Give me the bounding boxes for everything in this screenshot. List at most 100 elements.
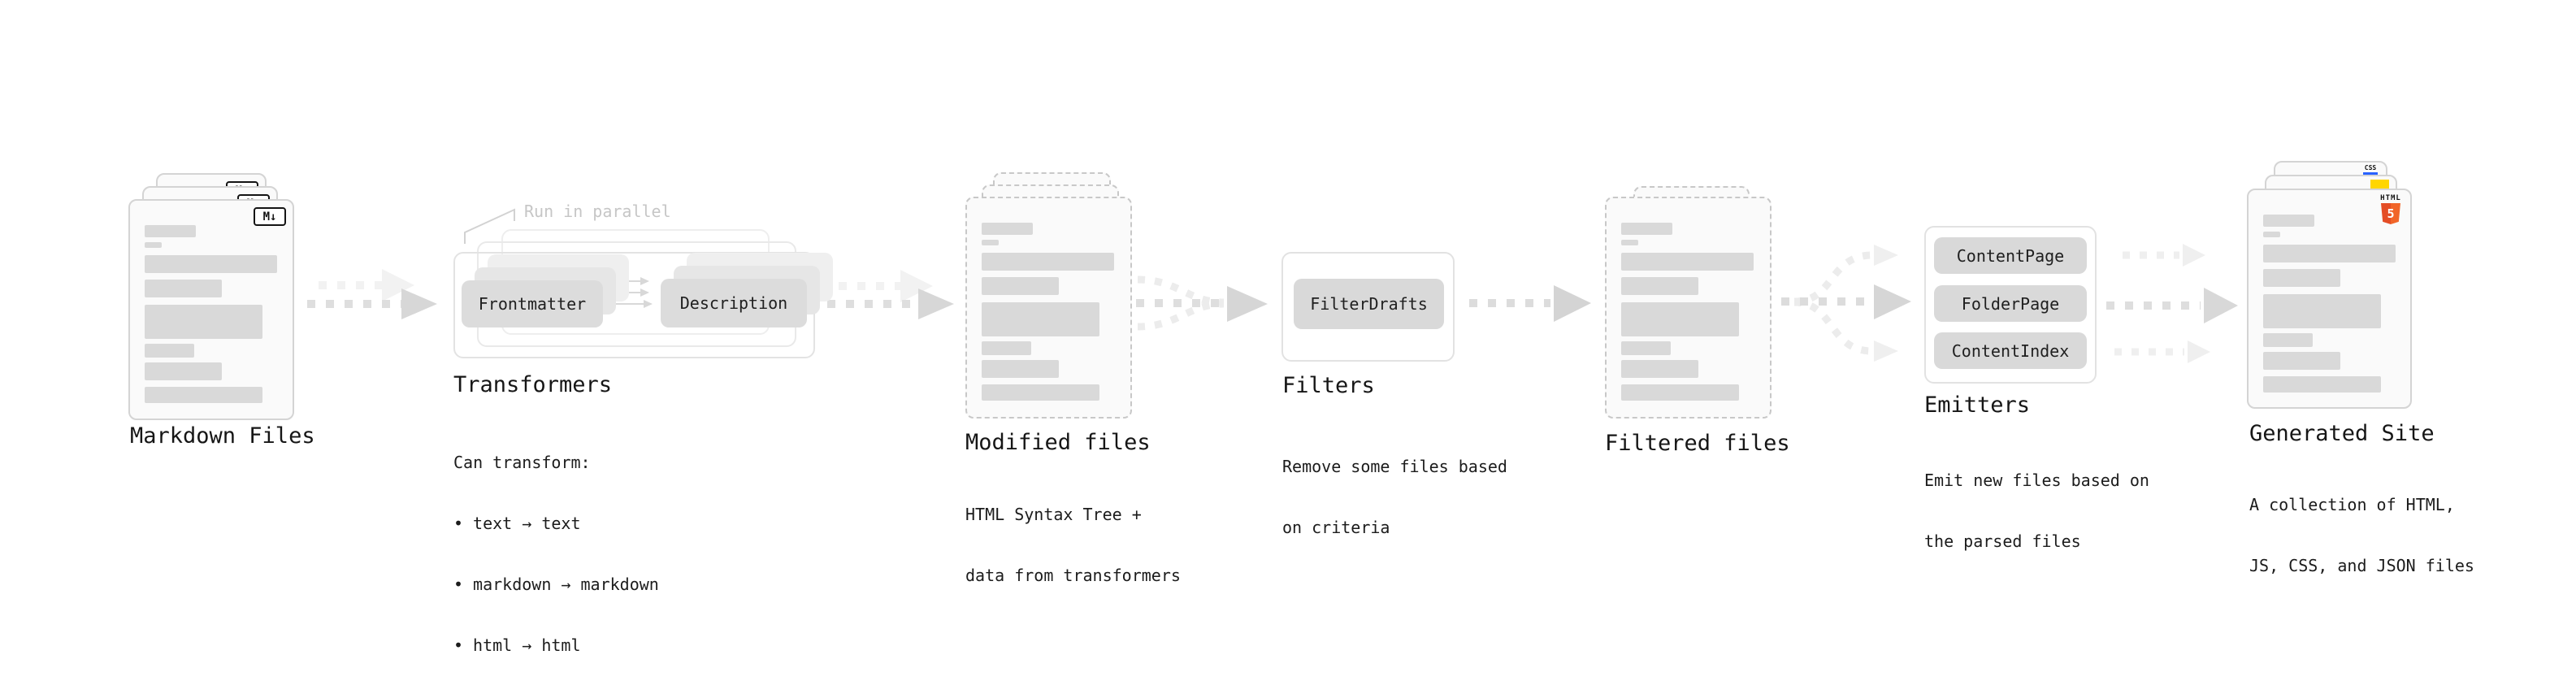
transformers-sub-intro: Can transform: — [453, 453, 591, 472]
html5-icon: HTML 5 — [2379, 194, 2402, 224]
skeleton-line — [145, 362, 222, 380]
skeleton-line — [2263, 269, 2340, 287]
arrow-modified-to-filters-merge — [1136, 275, 1268, 331]
arrow-ghost-head — [900, 270, 933, 302]
transform-bullet-item: • html → html — [453, 635, 659, 656]
filters-label: Filters — [1282, 373, 1375, 398]
skeleton-line — [982, 341, 1031, 355]
html5-icon-wordmark: HTML — [2380, 194, 2401, 202]
arrow-head — [1227, 286, 1268, 322]
skeleton-line — [982, 240, 999, 245]
arrow-filters-to-filtered — [1469, 285, 1591, 322]
bullet-text: text → text — [473, 514, 581, 533]
filterdrafts-pill-label: FilterDrafts — [1310, 294, 1428, 314]
js-icon — [2370, 180, 2389, 189]
mini-arrow-head — [644, 300, 653, 308]
skeleton-line — [145, 255, 277, 273]
sub-line: JS, CSS, and JSON files — [2249, 556, 2474, 575]
frontmatter-pill: Frontmatter — [462, 280, 603, 327]
contentindex-pill: ContentIndex — [1934, 332, 2087, 369]
skeleton-line — [2263, 232, 2280, 237]
skeleton-line — [2263, 245, 2396, 262]
skeleton-line — [145, 305, 262, 339]
transformers-label: Transformers — [453, 372, 613, 397]
skeleton-line — [1621, 341, 1671, 355]
stage-filtered-files — [1605, 186, 1772, 419]
skeleton-line — [982, 360, 1059, 378]
fanout-head-upper — [1874, 245, 1898, 266]
arrow-head-middle — [2204, 288, 2238, 323]
arrow-head-top — [2183, 244, 2205, 267]
skeleton-line — [2263, 215, 2314, 227]
skeleton-line — [982, 253, 1114, 271]
mini-arrow-head — [640, 288, 649, 297]
skeleton-line — [1621, 240, 1638, 245]
skeleton-line — [1621, 384, 1739, 401]
folderpage-pill-label: FolderPage — [1961, 293, 2060, 314]
sub-line: data from transformers — [965, 566, 1181, 585]
bullet-dot: • — [453, 575, 464, 594]
arrow-transformers-to-modified — [827, 270, 954, 319]
contentindex-pill-label: ContentIndex — [1951, 340, 2070, 361]
contentpage-pill: ContentPage — [1934, 237, 2087, 274]
sub-line: A collection of HTML, — [2249, 495, 2455, 514]
skeleton-line — [1621, 302, 1739, 336]
skeleton-line — [982, 384, 1099, 401]
arrow-head — [918, 288, 954, 319]
bullet-text: markdown → markdown — [473, 575, 659, 594]
transform-bullet-item: • text → text — [453, 514, 659, 534]
transform-bullet-item: • markdown → markdown — [453, 575, 659, 595]
modified-document-front — [965, 197, 1132, 419]
css-icon-underline — [2363, 172, 2378, 175]
skeleton-line — [1621, 277, 1698, 295]
emitters-description: Emit new files based on the parsed files — [1924, 430, 2149, 592]
skeleton-line — [1621, 253, 1754, 271]
bullet-text: html → html — [473, 635, 581, 655]
arrow-ghost-head — [382, 269, 414, 301]
skeleton-line — [2263, 376, 2381, 393]
arrow-head — [1874, 284, 1911, 319]
skeleton-line — [145, 225, 196, 237]
arrow-head — [1554, 285, 1591, 322]
modified-files-label: Modified files — [965, 430, 1151, 455]
markdown-icon: M↓ — [254, 207, 286, 226]
skeleton-line — [145, 387, 262, 403]
skeleton-line — [2263, 294, 2381, 328]
skeleton-line — [982, 223, 1033, 235]
bullet-dot: • — [453, 514, 464, 533]
skeleton-line — [2263, 333, 2313, 347]
stage-modified-files — [965, 172, 1132, 419]
modified-files-description: HTML Syntax Tree + data from transformer… — [965, 464, 1181, 627]
sub-line: HTML Syntax Tree + — [965, 505, 1142, 524]
skeleton-line — [1621, 223, 1672, 235]
filtered-document-front — [1605, 197, 1772, 419]
mini-arrow-head — [640, 277, 649, 285]
skeleton-line — [145, 344, 194, 358]
arrows-emitters-to-site — [2106, 244, 2238, 363]
filtered-files-label: Filtered files — [1605, 431, 1790, 456]
css-icon: CSS — [2361, 165, 2379, 175]
bullet-dot: • — [453, 635, 464, 655]
run-in-parallel-annotation: Run in parallel — [524, 202, 671, 221]
skeleton-line — [1621, 360, 1698, 378]
skeleton-line — [2263, 352, 2340, 370]
stage-markdown-files: M↓ M↓ M↓ — [128, 173, 294, 420]
sub-line: Remove some files based — [1282, 457, 1507, 476]
merge-branch-lower — [1137, 300, 1225, 331]
stage-generated-site: CSS HTML 5 — [2247, 161, 2413, 409]
fanout-head-lower — [1874, 340, 1898, 362]
description-pill-label: Description — [679, 293, 788, 313]
description-pill: Description — [661, 279, 807, 327]
frontmatter-pill-label: Frontmatter — [478, 294, 587, 314]
skeleton-line — [145, 280, 222, 297]
fanout-branch-upper — [1793, 251, 1873, 306]
annotation-leader-line — [464, 208, 515, 244]
sub-line: the parsed files — [1924, 531, 2081, 551]
arrow-markdown-to-transformers — [307, 269, 437, 319]
sub-line: Emit new files based on — [1924, 471, 2149, 490]
filters-description: Remove some files based on criteria — [1282, 416, 1507, 579]
skeleton-line — [982, 302, 1099, 336]
generated-site-label: Generated Site — [2249, 421, 2435, 446]
contentpage-pill-label: ContentPage — [1956, 245, 2065, 266]
